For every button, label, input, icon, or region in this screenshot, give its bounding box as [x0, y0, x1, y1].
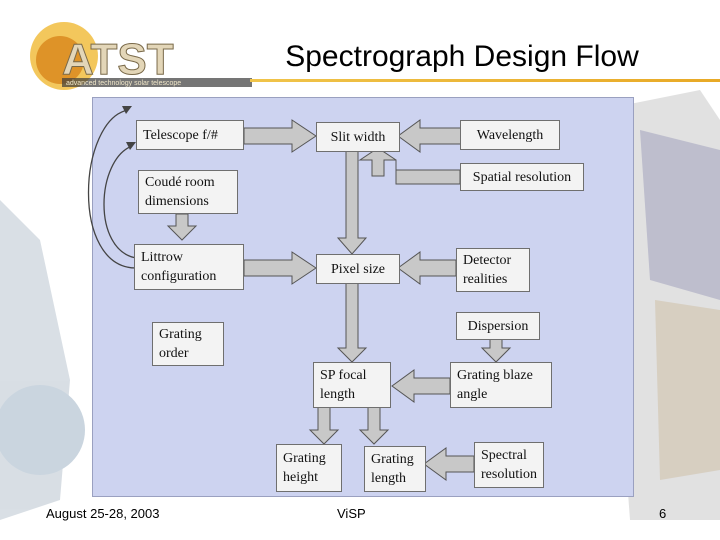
dispersion-box: Dispersion [456, 312, 540, 340]
sp-focal-line1: SP focal [320, 368, 367, 383]
dispersion-label: Dispersion [467, 318, 529, 334]
footer-center: ViSP [337, 506, 366, 521]
title-underline [250, 79, 720, 82]
arrow-littrow-to-pixel [243, 251, 317, 285]
arrow-focal-to-length [358, 405, 390, 445]
arrow-spatial-to-slit [358, 147, 461, 185]
arrow-pixel-to-focal [336, 281, 368, 363]
arrow-feedback-inner [103, 145, 137, 259]
grating-height-line1: Grating [283, 451, 326, 466]
telescope-f-box: Telescope f/# [136, 120, 244, 150]
footer-date: August 25-28, 2003 [46, 506, 160, 521]
logo-text: ATST [62, 35, 174, 84]
coude-room-line2: dimensions [145, 194, 209, 209]
coude-room-line1: Coudé room [145, 175, 215, 190]
grating-height-line2: height [283, 470, 318, 485]
grating-order-line2: order [159, 346, 189, 361]
grating-order-box: Grating order [152, 322, 224, 366]
arrow-feedback-outer-head [122, 106, 132, 114]
slit-width-label: Slit width [330, 129, 386, 145]
arrow-blaze-to-focal [391, 369, 451, 403]
arrow-dispersion-to-blaze [480, 337, 512, 363]
arrow-feedback-inner-head [126, 142, 136, 150]
wavelength-box: Wavelength [460, 120, 560, 150]
detector-box: Detector realities [456, 248, 530, 292]
page-title: Spectrograph Design Flow [285, 40, 639, 73]
slit-width-box: Slit width [316, 122, 400, 152]
grating-height-box: Grating height [276, 444, 342, 492]
spectral-res-line2: resolution [481, 467, 537, 482]
spatial-resolution-box: Spatial resolution [460, 163, 584, 191]
grating-blaze-box: Grating blaze angle [450, 362, 552, 408]
arrow-detector-to-pixel [397, 251, 457, 285]
spectral-resolution-box: Spectral resolution [474, 442, 544, 488]
arrow-coude-to-littrow [166, 213, 198, 241]
pixel-size-label: Pixel size [330, 261, 386, 277]
arrow-slit-to-pixel [336, 147, 368, 255]
pixel-size-box: Pixel size [316, 254, 400, 284]
grating-length-line1: Grating [371, 452, 414, 467]
grating-blaze-line1: Grating blaze [457, 368, 533, 383]
grating-blaze-line2: angle [457, 387, 488, 402]
atst-logo: ATST advanced technology solar telescope [30, 22, 252, 90]
detector-line2: realities [463, 272, 508, 287]
detector-line1: Detector [463, 253, 512, 268]
arrow-telescope-to-slit [243, 119, 317, 153]
arrow-wavelength-to-slit [397, 119, 463, 153]
logo-tagline: advanced technology solar telescope [66, 80, 181, 87]
littrow-line1: Littrow [141, 250, 183, 265]
arrow-feedback-outer [87, 109, 137, 269]
grating-order-line1: Grating [159, 327, 202, 342]
grating-length-box: Grating length [364, 446, 426, 492]
arrow-focal-to-height [308, 405, 340, 445]
telescope-f-label: Telescope f/# [143, 127, 218, 143]
sp-focal-length-box: SP focal length [313, 362, 391, 408]
sp-focal-line2: length [320, 387, 355, 402]
grating-length-line2: length [371, 471, 406, 486]
spectral-res-line1: Spectral [481, 448, 527, 463]
littrow-box: Littrow configuration [134, 244, 244, 290]
wavelength-label: Wavelength [476, 127, 544, 143]
spatial-resolution-label: Spatial resolution [472, 169, 572, 185]
coude-room-box: Coudé room dimensions [138, 170, 238, 214]
footer-page-number: 6 [659, 506, 667, 521]
arrow-spectral-to-length [423, 447, 475, 481]
littrow-line2: configuration [141, 269, 217, 284]
